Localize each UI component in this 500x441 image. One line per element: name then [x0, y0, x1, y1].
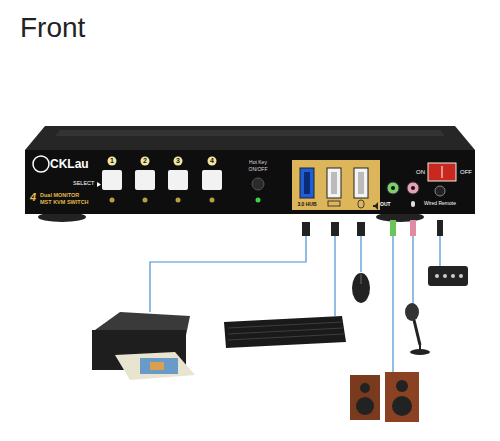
callout-number: 4 [210, 157, 214, 164]
mic-cable [412, 236, 413, 308]
led [143, 198, 148, 203]
hotkey-led [256, 198, 261, 203]
speaker [350, 375, 380, 420]
key-row [228, 322, 342, 328]
keyboard-cable [334, 236, 335, 316]
product-line: MST KVM SWITCH [40, 200, 89, 206]
select-button [168, 170, 188, 190]
printer-paper [115, 352, 195, 380]
microphone-stick [414, 320, 420, 345]
number-badge [108, 157, 117, 166]
mouse-port [354, 168, 368, 198]
callout-number: 2 [143, 157, 147, 164]
switch-label: OFF [460, 169, 472, 175]
usb-plug [357, 222, 365, 236]
keyboard-icon [328, 201, 340, 206]
key-row [228, 328, 343, 334]
mouse-wheel [361, 274, 362, 284]
callout-number: 1 [110, 157, 114, 164]
remote-button [459, 274, 463, 278]
port-label: Wired Remote [424, 201, 456, 206]
mouse-port-inner [358, 172, 364, 194]
audio-plug [390, 220, 396, 236]
remote-button [443, 274, 447, 278]
printer-cable [150, 236, 306, 312]
audio-plug [410, 220, 416, 236]
switch-label: ON [416, 169, 425, 175]
speaker-woofer [356, 397, 374, 415]
select-label: SELECT [73, 181, 94, 187]
led [110, 198, 115, 203]
mouse [352, 273, 370, 303]
product-line: Dual MONITOR [40, 193, 79, 199]
wired-remote [428, 266, 468, 286]
mic-icon [411, 201, 415, 207]
device-top [25, 126, 475, 150]
select-button [202, 170, 222, 190]
printed-photo-detail [150, 362, 164, 370]
remote-jack [435, 186, 445, 196]
usb3-port-inner [304, 172, 310, 194]
select-button [102, 170, 122, 190]
mouse-icon [358, 200, 364, 208]
power-switch-mark [442, 166, 443, 178]
jack-hole [391, 186, 395, 190]
jack-hole [411, 186, 415, 190]
led [176, 198, 181, 203]
number-badge [141, 157, 150, 166]
callout-number: 3 [176, 157, 180, 164]
usb-plug [302, 222, 310, 236]
remote-plug [437, 220, 443, 236]
device-top-ridge [55, 130, 445, 136]
printed-photo [140, 358, 178, 374]
speaker-tweeter [396, 380, 408, 392]
hotkey-label: ON/OFF [249, 167, 268, 172]
port-panel [292, 160, 380, 210]
mic-jack [407, 182, 419, 194]
speaker-woofer [392, 396, 412, 416]
brand-logo: CKLau [50, 158, 89, 170]
remote-cable [439, 236, 440, 266]
remote-button [451, 274, 455, 278]
number-badge [174, 157, 183, 166]
speaker [385, 372, 419, 422]
remote-button [435, 274, 439, 278]
port-label: OUT [380, 202, 391, 207]
usb-plug [331, 222, 339, 236]
led [210, 198, 215, 203]
select-arrow [97, 182, 101, 187]
page-title: Front [20, 14, 85, 42]
audio-out-jack [387, 182, 399, 194]
usb3-port [300, 168, 314, 198]
microphone-base [410, 349, 430, 355]
logo-ring [33, 156, 49, 172]
speaker-cable [392, 236, 393, 372]
port-label: 3.0 HUB [297, 202, 316, 207]
keyboard-port [327, 168, 341, 198]
mouse-cable [360, 236, 361, 272]
keyboard-port-inner [331, 172, 337, 194]
power-switch [428, 163, 456, 181]
keyboard [224, 316, 346, 348]
number-badge [208, 157, 217, 166]
speaker-tweeter [360, 383, 370, 393]
microphone-head [405, 303, 419, 321]
key-row [228, 334, 344, 340]
device-front [25, 150, 475, 214]
hotkey-button [252, 178, 264, 190]
keyboard-keys [228, 322, 344, 340]
port-count: 4 [30, 192, 36, 203]
hotkey-label: Hot Key [249, 160, 267, 165]
select-button [135, 170, 155, 190]
speaker-icon [373, 202, 378, 210]
